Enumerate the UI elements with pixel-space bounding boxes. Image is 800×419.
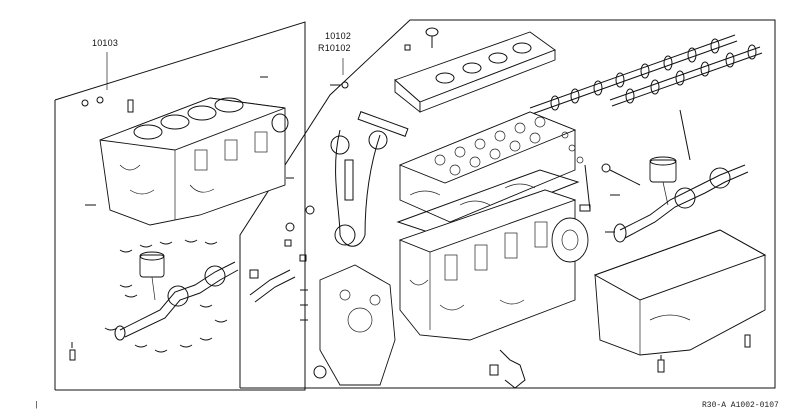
oil-pan [593,229,767,356]
chain-guide [344,111,409,201]
piston-right [649,156,677,206]
stray-mark: | [34,401,39,410]
timing-cover [319,264,396,386]
bearing-shells-left [69,239,228,361]
block-bolt-group [81,76,294,206]
engine-block-center [398,189,577,341]
rear-cover [551,217,589,263]
valve-springs [561,109,691,212]
callout-10103: 10103 [92,38,119,48]
crankshaft-left [114,261,239,341]
camshaft-upper [529,34,738,115]
crankshaft-right [613,164,749,243]
oil-seals [285,205,327,379]
short-block-frame [54,21,306,391]
callout-r10102: R10102 [318,43,351,53]
timing-chain [330,129,388,247]
full-engine-frame [239,19,776,389]
cylinder-block-left [99,97,286,226]
diagram-reference-code: R30-A A1002-0107 [702,401,779,410]
hardware-scatter [249,44,620,321]
oil-pickup [489,349,526,389]
cylinder-head [398,111,577,223]
drain-plug [657,334,751,373]
callout-10102: 10102 [325,31,352,41]
rocker-cover [394,27,556,113]
camshaft-lower [609,44,763,107]
connecting-rod [601,163,641,186]
piston-left [139,251,165,301]
